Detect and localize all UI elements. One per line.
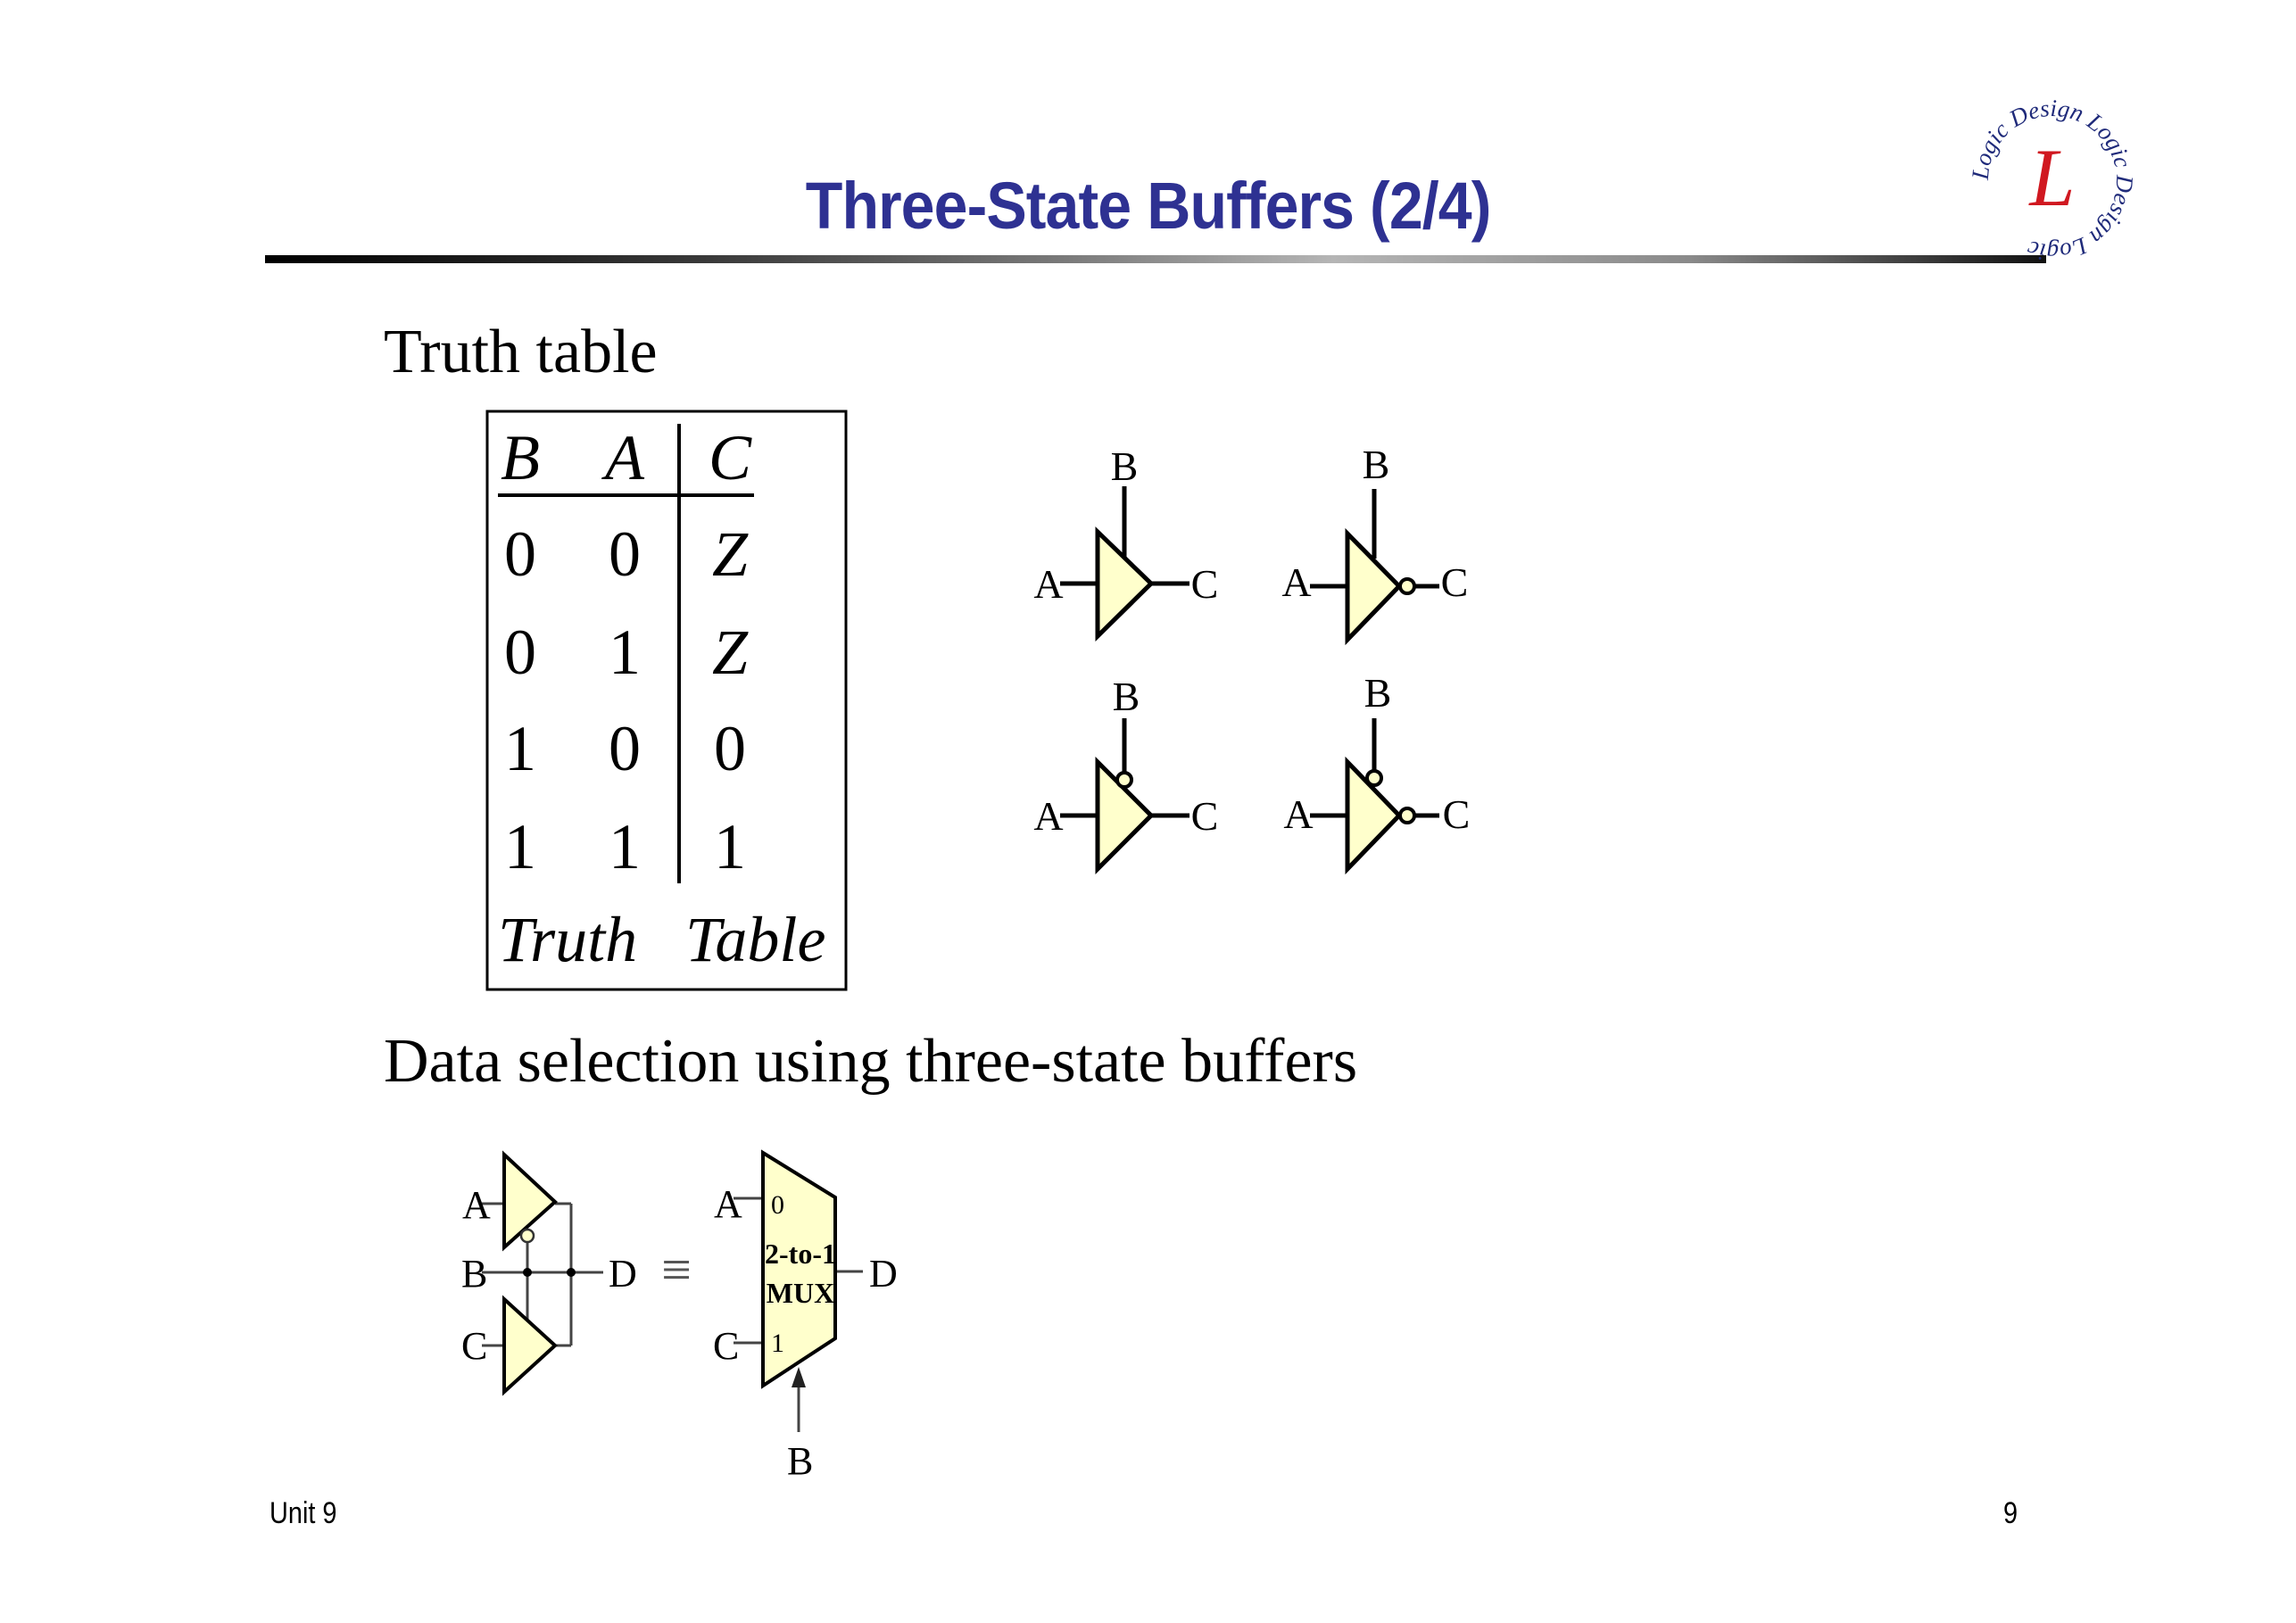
mux-label-line1: 2-to-1 <box>765 1238 836 1270</box>
title-rule-divider <box>265 255 2046 263</box>
input-label: A <box>1033 561 1063 607</box>
cell-c: Z <box>712 617 749 688</box>
column-header-c: C <box>709 422 752 493</box>
equivalence-symbol: ≡ <box>661 1240 692 1299</box>
cell-a: 1 <box>609 811 641 882</box>
output-label: C <box>1191 793 1219 839</box>
two-to-one-mux: A C D B 0 1 2-to-1 MUX <box>713 1149 898 1483</box>
junction-dot <box>567 1268 576 1277</box>
output-label: C <box>1441 559 1469 605</box>
logic-design-logo: Logic Design Logic Design Logic L <box>1968 100 2137 261</box>
data-selection-diagrams: A B C D ≡ A C D B 0 1 2-to-1 MUX <box>461 1149 898 1483</box>
lower-buffer-gate <box>502 1295 558 1396</box>
table-caption-table: Table <box>685 904 825 975</box>
mux-select-b-label: B <box>787 1439 813 1483</box>
input-c-label: C <box>461 1324 487 1368</box>
upper-buffer-gate <box>502 1150 558 1252</box>
input-a-label: A <box>462 1183 491 1227</box>
mux-input-c-label: C <box>713 1324 739 1368</box>
mux-port-1-label: 1 <box>771 1329 784 1358</box>
mux-body <box>761 1149 837 1389</box>
inversion-bubble <box>1398 577 1416 595</box>
enable-label: B <box>1111 443 1139 489</box>
column-header-a: A <box>601 422 645 493</box>
enable-inversion-bubble <box>1365 769 1383 787</box>
input-label: A <box>1283 791 1313 837</box>
cell-c: Z <box>712 518 749 590</box>
page-number: 9 <box>2003 1496 2018 1530</box>
buffer-symbol-active-high: B A C <box>1033 443 1219 642</box>
cell-b: 1 <box>504 811 536 882</box>
cell-c: 0 <box>714 713 746 784</box>
three-state-buffer-mux-circuit: A B C D <box>461 1150 637 1396</box>
select-arrow-icon <box>792 1367 806 1387</box>
output-label: C <box>1191 561 1219 607</box>
cell-b: 0 <box>504 518 536 590</box>
truth-table-body: 0 0 Z 0 1 Z 1 0 0 1 1 1 <box>504 518 749 882</box>
output-d-label: D <box>609 1252 637 1296</box>
input-label: A <box>1033 793 1063 839</box>
enable-label: B <box>1113 674 1140 719</box>
buffer-symbol-inverted-output: B A C <box>1281 442 1469 646</box>
cell-a: 0 <box>609 518 641 590</box>
data-selection-heading: Data selection using three-state buffers <box>384 1027 1358 1096</box>
inversion-bubble <box>1398 807 1416 824</box>
enable-label: B <box>1364 670 1392 716</box>
truth-table-border <box>485 410 848 991</box>
slide-title: Three-State Buffers (2/4) <box>805 169 1492 243</box>
table-row: 0 1 Z <box>504 617 749 688</box>
buffer-symbol-active-low-enable: B A C <box>1033 674 1219 875</box>
truth-table: B A C 0 0 Z 0 1 Z 1 0 0 1 1 1 Truth Tabl… <box>485 410 848 991</box>
cell-a: 0 <box>609 713 641 784</box>
mux-label-line2: MUX <box>767 1277 834 1309</box>
mux-output-d-label: D <box>869 1252 898 1296</box>
table-row: 1 1 1 <box>504 811 746 882</box>
enable-label: B <box>1363 442 1390 487</box>
select-b-label: B <box>461 1252 487 1296</box>
enable-inversion-bubble <box>1115 771 1133 789</box>
mux-port-0-label: 0 <box>771 1190 784 1220</box>
output-label: C <box>1443 791 1471 837</box>
table-row: 1 0 0 <box>504 713 746 784</box>
table-row: 0 0 Z <box>504 518 749 590</box>
table-caption-truth: Truth <box>498 904 637 975</box>
cell-b: 1 <box>504 713 536 784</box>
mux-input-a-label: A <box>714 1182 742 1226</box>
cell-a: 1 <box>609 617 641 688</box>
footer-unit-label: Unit 9 <box>269 1496 337 1530</box>
column-header-b: B <box>501 422 540 493</box>
buffer-symbol-active-low-inverted: B A C <box>1283 670 1471 875</box>
cell-b: 0 <box>504 617 536 688</box>
cell-c: 1 <box>714 811 746 882</box>
truth-table-heading: Truth table <box>384 318 658 386</box>
logo-letter: L <box>2027 132 2075 223</box>
buffer-symbols: B A C B A C B A C <box>1033 442 1471 875</box>
enable-inversion-bubble <box>519 1228 535 1244</box>
input-label: A <box>1281 559 1311 605</box>
junction-dot <box>523 1268 532 1277</box>
